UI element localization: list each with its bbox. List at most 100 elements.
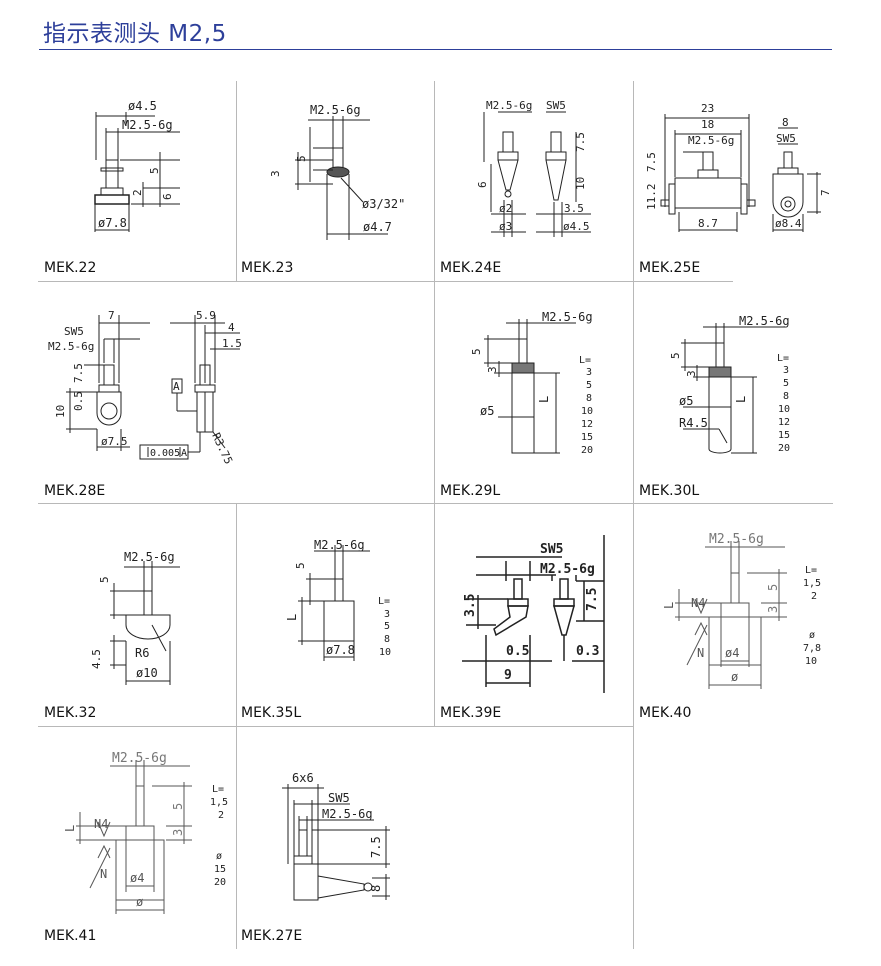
mek29l-l-value: 8 (586, 393, 592, 404)
mek23-label: MEK.23 (241, 260, 294, 276)
mek29l-l-value: 10 (581, 406, 593, 417)
grid-divider (633, 81, 634, 281)
mek41-dim-d2: ø (136, 895, 143, 909)
mek22-dim-h3: 6 (161, 193, 174, 200)
mek29l-l-value: 3 (586, 367, 592, 378)
mek27e-dim-sw: SW5 (328, 791, 350, 805)
mek39e-label: MEK.39E (440, 705, 502, 721)
mek35l-l-title: L= (378, 596, 390, 607)
title-rule (39, 49, 832, 50)
mek29l-dim-h2: 3 (486, 366, 499, 373)
mek28e-dim-w3: 4 (228, 321, 235, 334)
mek35l-l-value: 10 (379, 647, 391, 658)
grid-divider (633, 504, 634, 748)
mek30l-dim-h2: 3 (685, 370, 698, 377)
mek39e-dim-sw: SW5 (540, 542, 563, 557)
mek25e-dim-w3: 8 (782, 116, 789, 129)
mek28e-dim-h3: 0.5 (72, 391, 85, 411)
grid-divider (434, 504, 435, 726)
mek22-dim-d1: ø4.5 (128, 99, 157, 113)
mek25e-dim-sw: SW5 (776, 132, 796, 145)
mek24e-label: MEK.24E (440, 260, 502, 276)
mek28e-dim-thread: M2.5-6g (48, 340, 94, 353)
mek30l-l-value: 20 (778, 443, 790, 454)
product-cell-mek25e: 23 18 M2.5-6g 8 SW5 7.5 11.2 7 8.7 ø8.4 … (635, 82, 833, 280)
product-cell-mek23: M2.5-6g 5 3 ø3/32" ø4.7 MEK.23 (238, 82, 433, 280)
mek25e-dim-h3: 7 (819, 189, 832, 196)
mek28e-dim-d: ø7.5 (101, 435, 128, 448)
mek30l-drawing: M2.5-6g 5 3 ø5 R4.5 L L= 3 5 8 10 12 15 … (669, 314, 790, 454)
mek35l-label: MEK.35L (241, 705, 302, 721)
mek23-dim-h1: 5 (295, 155, 308, 162)
mek23-dim-d: ø4.7 (363, 220, 392, 234)
mek39e-dim-h1: 3.5 (463, 594, 478, 617)
product-cell-mek22: ø4.5 M2.5-6g 5 2 6 ø7.8 MEK.22 (40, 82, 235, 280)
mek40-l-title: L= (805, 565, 817, 576)
mek30l-l-value: 10 (778, 404, 790, 415)
mek28e-dim-w1: 7 (108, 309, 115, 322)
mek24e-dim-h1: 7.5 (574, 132, 587, 152)
mek41-drawing: M2.5-6g N4 N L 5 3 ø4 ø L= 1,5 2 ø 15 20 (63, 751, 228, 914)
product-cell-mek28e: 7 SW5 M2.5-6g 7.5 10 0.5 ø7.5 5.9 4 1.5 … (40, 283, 433, 502)
mek35l-dim-d: ø7.8 (326, 643, 355, 657)
mek40-label: MEK.40 (639, 705, 692, 721)
page-title: 指示表测头 M2,5 (43, 21, 227, 47)
mek28e-datum: A (173, 380, 180, 393)
mek41-dim-h2: 3 (171, 829, 185, 836)
mek28e-drawing: 7 SW5 M2.5-6g 7.5 10 0.5 ø7.5 5.9 4 1.5 … (48, 309, 242, 466)
mek41-dim-n2: N (100, 867, 107, 881)
mek24e-dim-thread: M2.5-6g (486, 99, 532, 112)
mek40-dim-d1: ø4 (725, 646, 739, 660)
mek41-label: MEK.41 (44, 928, 97, 944)
mek25e-dim-h1: 7.5 (645, 152, 658, 172)
mek23-dim-thread: M2.5-6g (310, 103, 361, 117)
mek22-label: MEK.22 (44, 260, 97, 276)
grid-divider (236, 81, 237, 281)
mek28e-dim-w2: 5.9 (196, 309, 216, 322)
mek39e-dim-v2: 9 (504, 668, 512, 683)
mek27e-dim-h1: 7.5 (369, 836, 383, 858)
grid-divider (633, 282, 634, 504)
mek41-dim-h1: 5 (171, 803, 185, 810)
mek25e-dim-w1: 23 (701, 102, 714, 115)
mek40-dim-n1: N4 (691, 596, 705, 610)
mek41-dim-len: L (63, 825, 77, 832)
mek41-dim-n1: N4 (94, 817, 108, 831)
mek29l-dim-d: ø5 (480, 404, 494, 418)
mek40-d-value: 10 (805, 656, 817, 667)
product-cell-mek30l: M2.5-6g 5 3 ø5 R4.5 L L= 3 5 8 10 12 15 … (635, 283, 833, 502)
mek41-l-title: L= (212, 784, 224, 795)
mek30l-l-value: 8 (783, 391, 789, 402)
product-cell-mek40: M2.5-6g N4 N L 5 3 ø4 ø L= 1,5 2 ø 7,8 1… (635, 505, 833, 725)
mek32-dim-thread: M2.5-6g (124, 550, 175, 564)
mek23-dim-h2: 3 (269, 170, 282, 177)
mek29l-dim-h1: 5 (470, 348, 483, 355)
mek40-dim-h1: 5 (766, 584, 780, 591)
mek27e-dim-thread: M2.5-6g (322, 807, 373, 821)
mek29l-drawing: M2.5-6g 5 3 ø5 L L= 3 5 8 10 12 15 20 (470, 310, 593, 456)
product-cell-mek35l: M2.5-6g 5 L ø7.8 L= 3 5 8 10 MEK.35L (238, 505, 433, 725)
mek30l-l-value: 15 (778, 430, 790, 441)
mek28e-dim-h2: 10 (54, 405, 67, 418)
mek35l-l-value: 8 (384, 634, 390, 645)
product-cell-mek24e: M2.5-6g SW5 7.5 6 10 ø2 ø3 3.5 ø4.5 MEK.… (436, 82, 632, 280)
mek30l-dim-r: R4.5 (679, 416, 708, 430)
mek30l-l-value: 5 (783, 378, 789, 389)
mek32-dim-h1: 5 (98, 576, 111, 583)
mek35l-dim-thread: M2.5-6g (314, 538, 365, 552)
mek29l-l-title: L= (579, 355, 591, 366)
mek35l-l-value: 5 (384, 621, 390, 632)
mek40-dim-n2: N (697, 646, 704, 660)
mek39e-drawing: SW5 M2.5-6g 3.5 7.5 0.5 9 0.3 (462, 535, 605, 693)
mek40-dim-thread: M2.5-6g (709, 532, 764, 547)
mek39e-dim-thread: M2.5-6g (540, 562, 595, 577)
mek41-dim-d1: ø4 (130, 871, 144, 885)
mek23-dim-ball: ø3/32" (362, 197, 405, 211)
mek27e-label: MEK.27E (241, 928, 303, 944)
mek24e-dim-d1: ø2 (499, 202, 512, 215)
mek28e-dim-w4: 1.5 (222, 337, 242, 350)
mek30l-l-title: L= (777, 353, 789, 364)
mek24e-dim-d3: 3.5 (564, 202, 584, 215)
mek29l-l-value: 12 (581, 419, 593, 430)
mek41-d-value: 20 (214, 877, 226, 888)
